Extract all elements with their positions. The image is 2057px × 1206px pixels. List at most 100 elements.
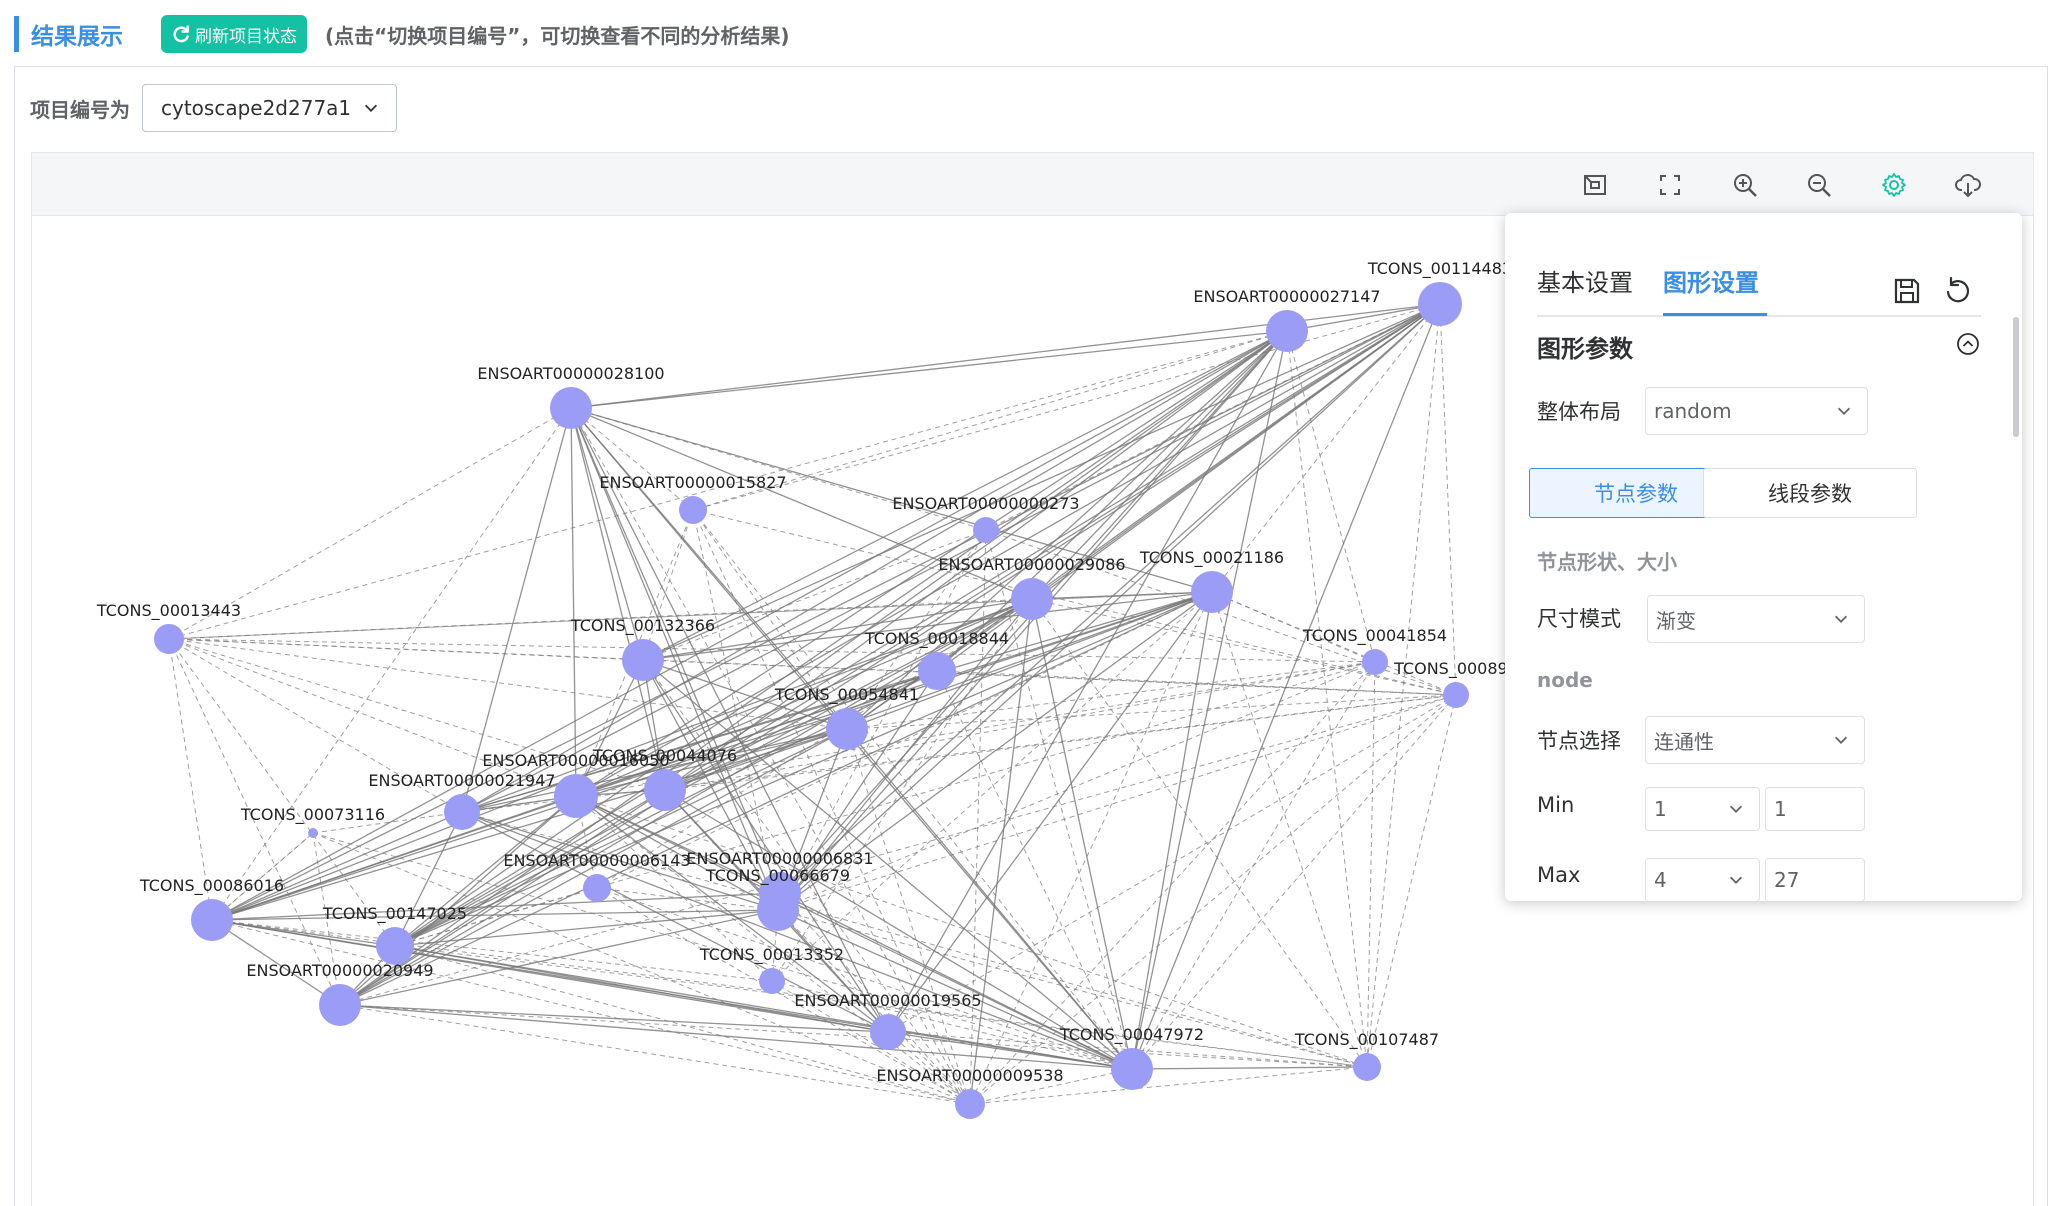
graph-edge <box>211 909 779 921</box>
graph-node[interactable] <box>955 1089 985 1119</box>
graph-node[interactable] <box>1418 282 1462 326</box>
graph-node[interactable] <box>319 984 361 1026</box>
graph-node[interactable] <box>826 708 868 750</box>
graph-edge <box>777 303 1441 911</box>
graph-edge <box>779 303 1441 894</box>
graph-node[interactable] <box>550 387 592 429</box>
node-shape-size-label: 节点形状、大小 <box>1537 550 1677 574</box>
graph-edge <box>339 795 577 1006</box>
tab-basic-settings[interactable]: 基本设置 <box>1537 269 1633 297</box>
graph-node-label: ENSOART00000020949 <box>246 961 433 980</box>
size-mode-select[interactable]: 渐变 <box>1647 595 1865 643</box>
graph-edge <box>211 303 1441 921</box>
tab-graph-settings[interactable]: 图形设置 <box>1663 269 1759 297</box>
min-input[interactable]: 1 <box>1765 787 1865 831</box>
fit-view-button[interactable] <box>1581 171 1609 199</box>
save-settings-button[interactable] <box>1891 275 1923 307</box>
graph-edge <box>211 892 781 921</box>
header-accent-bar <box>14 16 19 52</box>
graph-node[interactable] <box>918 652 956 690</box>
graph-node[interactable] <box>154 624 184 654</box>
graph-edge <box>1286 330 1368 1068</box>
graph-node[interactable] <box>554 774 598 818</box>
graph-edge <box>664 661 1376 791</box>
graph-node[interactable] <box>644 769 686 811</box>
graph-edge <box>692 509 971 1105</box>
layout-select[interactable]: random <box>1645 387 1868 435</box>
zoom-in-button[interactable] <box>1731 171 1759 199</box>
graph-node[interactable] <box>679 496 707 524</box>
graph-node[interactable] <box>759 968 785 994</box>
settings-button[interactable] <box>1880 171 1908 199</box>
graph-node-label: ENSOART00000028100 <box>477 364 664 383</box>
graph-edge <box>1131 330 1288 1070</box>
graph-edge <box>969 591 1213 1105</box>
graph-node[interactable] <box>757 889 799 931</box>
min-select[interactable]: 1 <box>1645 787 1760 831</box>
graph-edge <box>394 945 1133 1070</box>
graph-toolbar <box>32 153 2033 216</box>
graph-edge <box>846 591 1213 730</box>
project-select[interactable]: cytoscape2d277a1 <box>142 84 397 132</box>
graph-edge <box>211 591 1213 921</box>
graph-edge <box>570 407 779 911</box>
graph-edge <box>168 638 666 791</box>
graph-node[interactable] <box>1266 310 1308 352</box>
graph-edge <box>1366 303 1441 1068</box>
graph-node-label: TCONS_00013352 <box>699 945 844 965</box>
graph-settings-panel: 基本设置 图形设置 图形参数 整体布局 random 节点参数 线段参数 节点形… <box>1505 213 2022 901</box>
reset-settings-button[interactable] <box>1942 275 1974 307</box>
graph-edge <box>168 638 396 947</box>
reset-icon <box>1946 276 1970 303</box>
graph-node[interactable] <box>444 794 480 830</box>
graph-edge <box>570 407 694 511</box>
download-button[interactable] <box>1954 171 1982 199</box>
min-select-value: 1 <box>1654 797 1667 821</box>
graph-node[interactable] <box>1191 571 1233 613</box>
graph-node[interactable] <box>308 828 318 838</box>
node-select-select[interactable]: 连通性 <box>1645 716 1865 764</box>
max-select[interactable]: 4 <box>1645 858 1760 901</box>
graph-edge <box>771 598 1033 982</box>
graph-node[interactable] <box>1362 649 1388 675</box>
max-input[interactable]: 27 <box>1765 858 1865 901</box>
graph-edge <box>1366 661 1376 1068</box>
settings-scrollbar[interactable] <box>2013 317 2019 437</box>
graph-edge <box>1131 1066 1368 1070</box>
graph-node[interactable] <box>583 874 611 902</box>
graph-node-label: ENSOART00000021947 <box>368 771 555 790</box>
graph-node-label: ENSOART00000006143 <box>503 851 690 870</box>
graph-edge <box>969 661 1376 1105</box>
graph-edge <box>887 694 1457 1033</box>
graph-edge <box>461 811 1368 1068</box>
graph-edge <box>211 919 773 982</box>
collapse-up-icon[interactable] <box>1955 331 1981 357</box>
graph-node[interactable] <box>973 517 999 543</box>
graph-edge <box>1439 303 1457 696</box>
graph-edge <box>777 529 987 911</box>
graph-params-title: 图形参数 <box>1537 335 1633 363</box>
zoom-out-icon <box>1808 174 1831 197</box>
graph-node[interactable] <box>622 639 664 681</box>
fullscreen-button[interactable] <box>1656 171 1684 199</box>
graph-node[interactable] <box>1353 1053 1381 1081</box>
zoom-out-button[interactable] <box>1805 171 1833 199</box>
edge-params-button[interactable]: 线段参数 <box>1703 468 1917 518</box>
graph-edge <box>394 789 666 947</box>
graph-node[interactable] <box>870 1014 906 1050</box>
graph-node-label: TCONS_00066679 <box>705 866 850 886</box>
graph-node[interactable] <box>1011 578 1053 620</box>
graph-edge <box>985 529 1133 1070</box>
refresh-status-button[interactable]: 刷新项目状态 <box>161 15 307 53</box>
graph-edge <box>777 591 1213 911</box>
graph-edge <box>596 591 1213 889</box>
graph-edge <box>168 638 463 813</box>
graph-node[interactable] <box>191 899 233 941</box>
graph-node[interactable] <box>1111 1048 1153 1090</box>
graph-node[interactable] <box>1443 682 1469 708</box>
layout-label: 整体布局 <box>1537 400 1621 424</box>
chevron-down-icon <box>1729 805 1743 813</box>
graph-container <box>31 152 2034 1206</box>
graph-node[interactable] <box>376 927 414 965</box>
